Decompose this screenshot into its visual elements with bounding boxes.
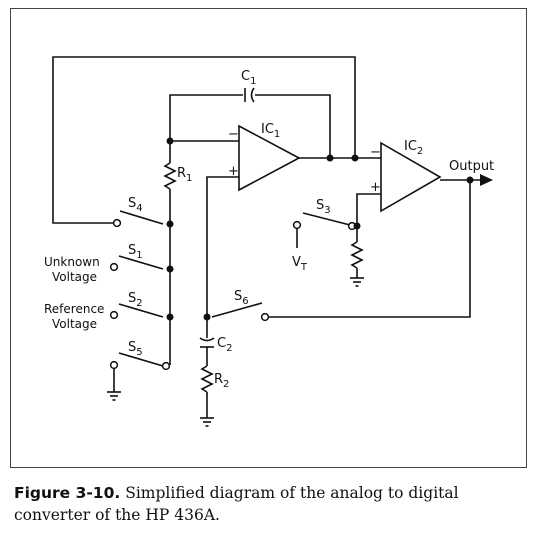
- junction-dot: [166, 137, 174, 145]
- r1-resistor: [163, 162, 177, 190]
- ic2-plus-sign: +: [370, 180, 381, 195]
- wire-ic2-plus: [356, 193, 381, 226]
- junction-dot: [166, 265, 174, 273]
- ic1-minus-sign: −: [228, 127, 239, 142]
- c1-label: C1: [241, 69, 256, 87]
- output-arrow: [480, 174, 493, 186]
- junction-dot: [166, 313, 174, 321]
- ground-resistor: [350, 241, 364, 269]
- ic2-label: IC2: [404, 139, 423, 157]
- junction-dot: [351, 154, 359, 162]
- s1-blade: [118, 255, 164, 270]
- s2-contact: [109, 310, 119, 320]
- s5-contact-bus: [161, 361, 171, 371]
- r1-label: R1: [177, 166, 192, 184]
- s2-label: S2: [128, 291, 143, 309]
- wire-c1-left: [169, 94, 243, 141]
- s4-blade: [119, 210, 164, 225]
- s5-label: S5: [128, 340, 143, 358]
- junction-dot: [203, 313, 211, 321]
- s6-contact: [260, 312, 270, 322]
- wire-ic1-plus: [206, 176, 239, 318]
- figure-frame: [10, 8, 527, 468]
- s1-contact: [109, 262, 119, 272]
- junction-dot: [166, 220, 174, 228]
- reference-voltage-label-line2: Voltage: [52, 317, 97, 331]
- s3-blade: [302, 212, 351, 226]
- s1-label: S1: [128, 243, 143, 261]
- ic2-opamp: [380, 141, 442, 213]
- ground-icon: [350, 277, 364, 287]
- ic1-plus-sign: +: [228, 164, 239, 179]
- s3-label: S3: [316, 198, 331, 216]
- junction-dot: [326, 154, 334, 162]
- caption-text: Simplified diagram of the analog to digi…: [14, 484, 459, 524]
- s4-contact: [112, 218, 122, 228]
- junction-dot: [466, 176, 474, 184]
- vt-label: VT: [292, 255, 308, 273]
- wire-outer-feedback: [52, 56, 356, 224]
- c2-label: C2: [217, 336, 232, 354]
- ic1-opamp: [238, 124, 301, 192]
- unknown-voltage-label-line2: Voltage: [52, 270, 97, 284]
- r2-resistor: [200, 365, 214, 393]
- c2-plate-top: [199, 337, 215, 342]
- ground-icon: [200, 417, 214, 427]
- unknown-voltage-label-line1: Unknown: [44, 255, 100, 269]
- s6-blade: [211, 302, 263, 318]
- junction-dot: [353, 222, 361, 230]
- ic2-minus-sign: −: [370, 145, 381, 160]
- s6-label: S6: [234, 289, 249, 307]
- r2-label: R2: [214, 372, 229, 390]
- s2-blade: [118, 303, 164, 318]
- figure-number: Figure 3-10.: [14, 484, 121, 502]
- reference-voltage-label-line1: Reference: [44, 302, 104, 316]
- s5-contact: [109, 360, 119, 370]
- c1-plate-right: [250, 87, 255, 103]
- s3-contact-vt: [292, 220, 302, 230]
- ground-icon: [107, 391, 121, 401]
- s4-label: S4: [128, 196, 143, 214]
- ic1-label: IC1: [261, 122, 280, 140]
- figure-caption: Figure 3-10. Simplified diagram of the a…: [14, 482, 534, 526]
- wire-c1-right: [255, 94, 331, 157]
- output-label: Output: [449, 159, 494, 174]
- s5-blade: [118, 352, 164, 367]
- wire-output-feedback: [268, 180, 471, 318]
